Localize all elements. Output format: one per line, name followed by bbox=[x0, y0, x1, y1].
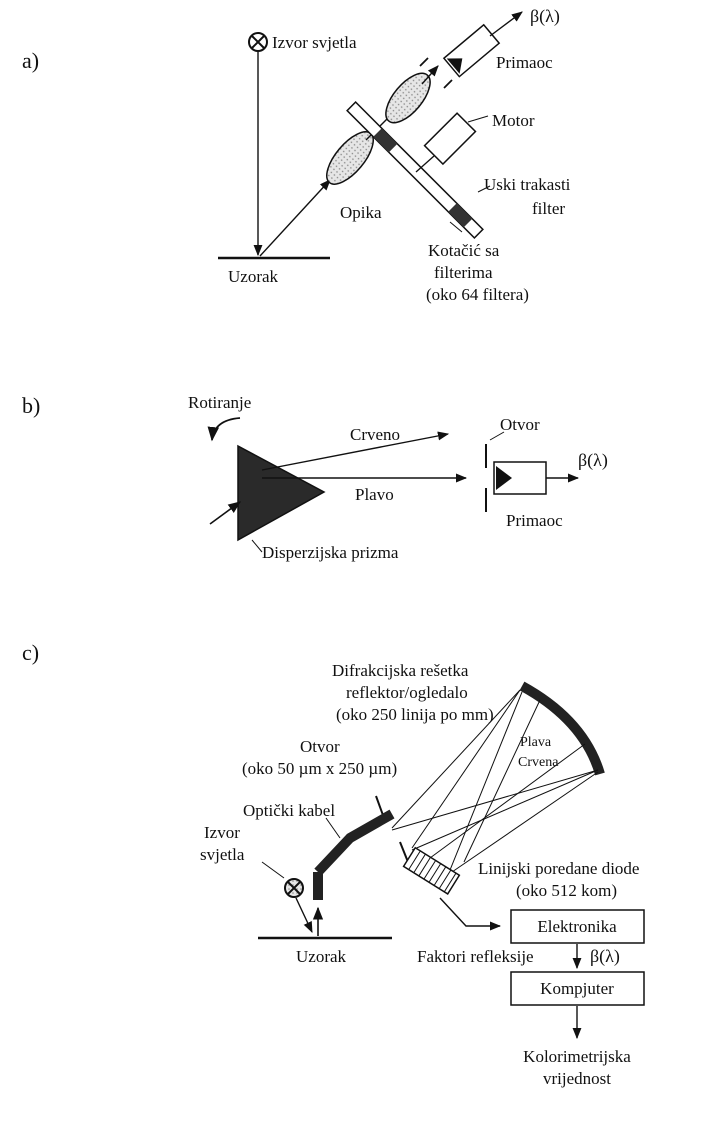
incident-ray bbox=[391, 769, 599, 831]
diodes-label-1: Linijski poredane diode bbox=[478, 859, 639, 878]
detector-icon bbox=[496, 466, 512, 490]
receiver-label: Primaoc bbox=[496, 53, 553, 72]
wheel-label-2: filterima bbox=[434, 263, 493, 282]
blue-label: Plava bbox=[520, 735, 552, 750]
red-ray bbox=[261, 431, 450, 471]
diffracted-ray bbox=[463, 699, 541, 863]
beta-label: β(λ) bbox=[578, 450, 608, 471]
filter-label-1: Uski trakasti bbox=[484, 175, 571, 194]
optics-label: Opika bbox=[340, 203, 382, 222]
rotation-label: Rotiranje bbox=[188, 393, 251, 412]
diffracted-ray bbox=[449, 691, 523, 871]
beta-label: β(λ) bbox=[590, 946, 620, 967]
computer-box bbox=[510, 971, 645, 1006]
incoming-ray bbox=[209, 501, 242, 525]
signal-arrow bbox=[489, 11, 523, 37]
diffracted-ray bbox=[451, 771, 599, 873]
slit-mark bbox=[419, 57, 429, 67]
motor-shaft bbox=[415, 155, 435, 173]
fiber-cable-icon bbox=[314, 809, 395, 876]
incident-ray bbox=[391, 689, 521, 829]
slit-mark bbox=[399, 841, 409, 863]
diode-array-icon bbox=[402, 846, 461, 895]
focused-ray bbox=[421, 65, 439, 85]
beta-label: β(λ) bbox=[530, 6, 560, 27]
electronics-box bbox=[510, 909, 645, 944]
section-a: a) Izvor svjetla Uzorak Opika bbox=[22, 6, 571, 304]
wheel-label-1: Kotačić sa bbox=[428, 241, 500, 260]
source-leader bbox=[261, 861, 285, 879]
reflected-ray bbox=[259, 179, 331, 257]
diffracted-ray bbox=[429, 743, 586, 859]
motor-icon bbox=[423, 112, 477, 166]
prism-leader bbox=[251, 539, 263, 553]
motor-label: Motor bbox=[492, 111, 535, 130]
slit-label: Otvor bbox=[500, 415, 540, 434]
slit-mark bbox=[443, 79, 453, 89]
red-label: Crvena bbox=[518, 755, 559, 770]
filter-leader bbox=[477, 185, 491, 193]
receiver-label: Primaoc bbox=[506, 511, 563, 530]
slit-label-2: (oko 50 µm x 250 µm) bbox=[242, 759, 397, 778]
source-label-2: svjetla bbox=[200, 845, 245, 864]
grating-icon bbox=[519, 681, 605, 776]
source-label-1: Izvor bbox=[204, 823, 240, 842]
light-source-label: Izvor svjetla bbox=[272, 33, 357, 52]
section-a-marker: a) bbox=[22, 48, 39, 73]
result-label-2: vrijednost bbox=[543, 1069, 611, 1088]
blue-label: Plavo bbox=[355, 485, 394, 504]
sample-label: Uzorak bbox=[296, 947, 347, 966]
wheel-leader bbox=[449, 221, 463, 233]
grating-label-1: Difrakcijska rešetka bbox=[332, 661, 469, 680]
reflectance-label: Faktori refleksije bbox=[417, 947, 534, 966]
section-c: c) Difrakcijska rešetka reflektor/ogleda… bbox=[22, 640, 645, 1088]
grating-label-3: (oko 250 linija po mm) bbox=[336, 705, 494, 724]
light-source-icon bbox=[284, 878, 304, 898]
slit-leader bbox=[489, 431, 505, 441]
fiber-leader bbox=[325, 817, 341, 839]
red-label: Crveno bbox=[350, 425, 400, 444]
receiver-icon bbox=[442, 23, 501, 78]
filter-wheel bbox=[346, 101, 484, 239]
result-label-1: Kolorimetrijska bbox=[523, 1047, 631, 1066]
diodes-label-2: (oko 512 kom) bbox=[516, 881, 617, 900]
prism-label: Disperzijska prizma bbox=[262, 543, 399, 562]
data-connector bbox=[439, 897, 502, 931]
light-source-icon bbox=[248, 32, 268, 52]
motor-leader bbox=[467, 115, 489, 123]
section-c-marker: c) bbox=[22, 640, 39, 665]
slit-label-1: Otvor bbox=[300, 737, 340, 756]
diffracted-ray bbox=[411, 689, 521, 849]
section-b: b) Rotiranje Crveno Plavo Otvor β(λ) Pri… bbox=[22, 393, 608, 562]
lens-icon bbox=[385, 72, 431, 124]
computer-label: Kompjuter bbox=[540, 979, 614, 998]
electronics-label: Elektronika bbox=[537, 917, 617, 936]
fiber-label: Optički kabel bbox=[243, 801, 335, 820]
filter-label-2: filter bbox=[532, 199, 565, 218]
section-b-marker: b) bbox=[22, 393, 40, 418]
prism-icon bbox=[237, 444, 326, 542]
sample-label: Uzorak bbox=[228, 267, 279, 286]
rotation-arrow-icon bbox=[207, 417, 241, 442]
wheel-label-3: (oko 64 filtera) bbox=[426, 285, 529, 304]
grating-label-2: reflektor/ogledalo bbox=[346, 683, 468, 702]
illumination-ray bbox=[295, 897, 313, 934]
diffracted-ray bbox=[411, 769, 599, 851]
